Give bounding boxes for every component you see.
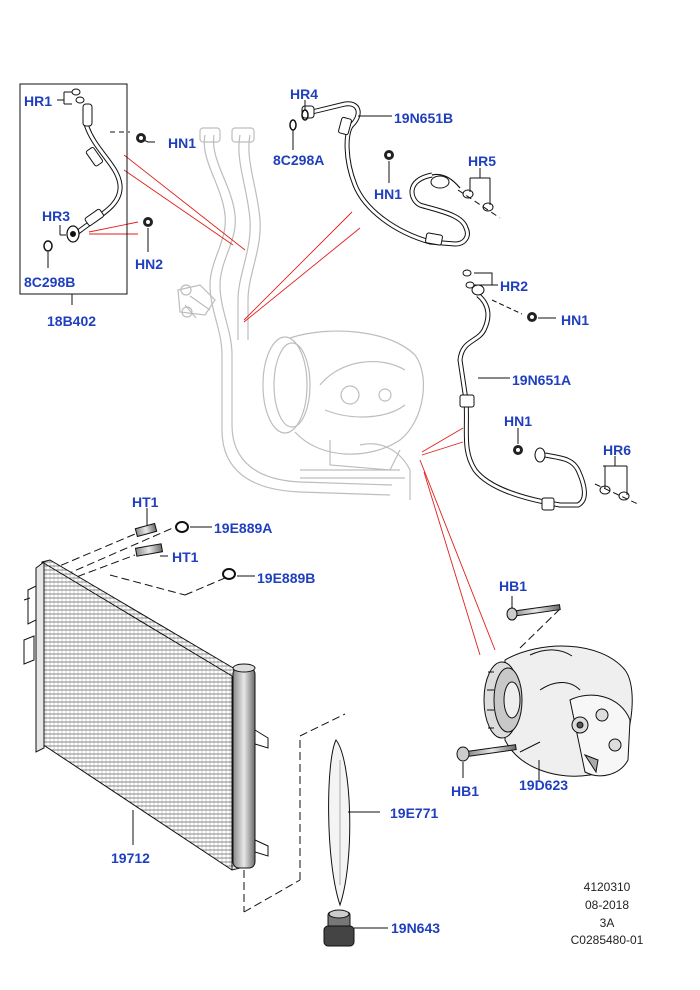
label-19e889a: 19E889A <box>214 520 273 536</box>
label-19e771: 19E771 <box>390 805 439 821</box>
label-hn2: HN2 <box>135 256 164 272</box>
hose-19n651b <box>301 101 470 247</box>
hr5-bracket <box>457 168 501 219</box>
seal-19e889b <box>222 568 255 580</box>
ref-code: 4120310 <box>583 880 631 894</box>
label-hr3: HR3 <box>42 208 71 224</box>
label-19712: 19712 <box>111 850 150 866</box>
red-leader-lines <box>88 154 496 656</box>
label-hr1: HR1 <box>24 93 53 109</box>
hr6-bracket <box>594 456 641 506</box>
hr1-bracket <box>57 88 85 105</box>
nut-hn1-b <box>384 150 394 183</box>
label-hn1-d: HN1 <box>504 413 533 429</box>
label-19n651b: 19N651B <box>394 110 454 126</box>
label-hr2: HR2 <box>500 278 529 294</box>
label-19e889b: 19E889B <box>257 570 316 586</box>
label-hn1-b: HN1 <box>374 186 403 202</box>
nut-hn1-d <box>513 428 523 455</box>
label-hn1-c: HN1 <box>561 312 590 328</box>
label-hb1-b: HB1 <box>451 783 480 799</box>
label-19n651a: 19N651A <box>512 372 572 388</box>
ref-document-id: C0285480-01 <box>570 933 644 947</box>
label-ht1-b: HT1 <box>172 549 199 565</box>
studs-ht1 <box>49 508 226 596</box>
oring-8c298a <box>289 119 297 150</box>
label-hn1-a: HN1 <box>168 135 197 151</box>
nut-hn1-c <box>491 299 556 322</box>
hose-18b402 <box>66 103 123 243</box>
label-hr6: HR6 <box>603 442 632 458</box>
group-box-18b402 <box>19 83 128 295</box>
seal-19e889a <box>175 521 212 533</box>
label-hr5: HR5 <box>468 153 497 169</box>
condenser-19712 <box>23 559 346 913</box>
hr3-bracket <box>59 225 66 236</box>
hose-19n651a <box>457 284 587 511</box>
label-19n643: 19N643 <box>391 920 441 936</box>
bolt-hb1-top <box>506 596 561 621</box>
label-hr4: HR4 <box>290 86 319 102</box>
label-8c298b: 8C298B <box>24 274 76 290</box>
ref-date: 08-2018 <box>584 898 630 912</box>
hr4-oring <box>301 100 309 121</box>
seal-19e771 <box>328 739 380 907</box>
oring-8c298b <box>43 240 53 268</box>
ref-revision: 3A <box>599 916 615 930</box>
hr2-bracket <box>462 269 498 289</box>
nut-hn2 <box>143 217 153 252</box>
ghost-engine-assembly <box>177 127 425 500</box>
bolt-hb1-bottom <box>456 744 517 778</box>
label-8c298a: 8C298A <box>273 152 325 168</box>
dryer-19n643 <box>323 909 388 947</box>
nut-hn1-a <box>110 131 155 143</box>
label-ht1-a: HT1 <box>132 494 159 510</box>
label-18b402: 18B402 <box>47 313 97 329</box>
label-hb1-a: HB1 <box>499 578 528 594</box>
label-19d623: 19D623 <box>519 777 569 793</box>
compressor-19d623 <box>483 605 633 782</box>
